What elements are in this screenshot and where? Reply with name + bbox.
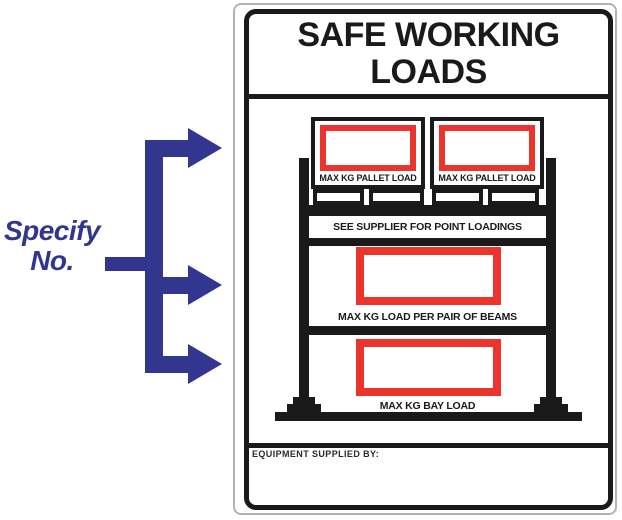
pallet-block [432,189,483,205]
rack-floor-line [275,412,582,421]
beam-load-value-box [356,247,501,305]
rack-baseplate-left [287,404,321,413]
rack-baseplate-right [534,404,568,413]
arrow-right-icon [188,265,222,305]
rack-beam-lower [299,326,556,335]
pointer-vertical-bar [145,140,163,373]
pallet-load-label-left: MAX KG PALLET LOAD [319,173,417,183]
beam-load-label: MAX KG LOAD PER PAIR OF BEAMS [338,311,517,323]
pallet-load-value-box-left [320,125,416,171]
sign-title-line2: LOADS [370,53,487,91]
pointer-connector-stub [105,257,147,271]
pallet-block [369,189,424,205]
rack-upright-left [299,158,309,404]
footer-divider [246,443,611,448]
rack-beam-upper [299,205,556,216]
equipment-supplied-by-label: EQUIPMENT SUPPLIED BY: [252,449,380,459]
arrow-right-icon [188,128,222,168]
pallet-block [488,189,539,205]
specify-no-line2: No. [30,245,74,276]
rack-upright-right [546,158,556,404]
sign-title-line1: SAFE WORKING [297,16,560,54]
rack-beam-middle [299,238,556,246]
rack-foot-left [293,397,315,405]
pointer-arrow-top-shaft [160,140,190,157]
rack-foot-right [540,397,562,405]
pallet-load-label-right: MAX KG PALLET LOAD [438,173,536,183]
specify-no-label: Specify No. [0,216,104,276]
title-divider [246,94,611,99]
specify-no-line1: Specify [3,215,101,246]
sign-title: SAFE WORKING LOADS [249,17,608,91]
pallet-load-value-box-right [439,125,535,171]
pointer-arrow-bottom-shaft [160,356,190,373]
pallet-load-sign-left: MAX KG PALLET LOAD [311,117,425,189]
pallet-load-sign-right: MAX KG PALLET LOAD [430,117,544,189]
bay-load-value-box [356,339,501,396]
point-loadings-note: SEE SUPPLIER FOR POINT LOADINGS [333,221,522,233]
bay-load-label: MAX KG BAY LOAD [379,400,476,412]
pallet-block [313,189,364,205]
pointer-arrow-middle-shaft [160,277,190,294]
arrow-right-icon [188,344,222,384]
